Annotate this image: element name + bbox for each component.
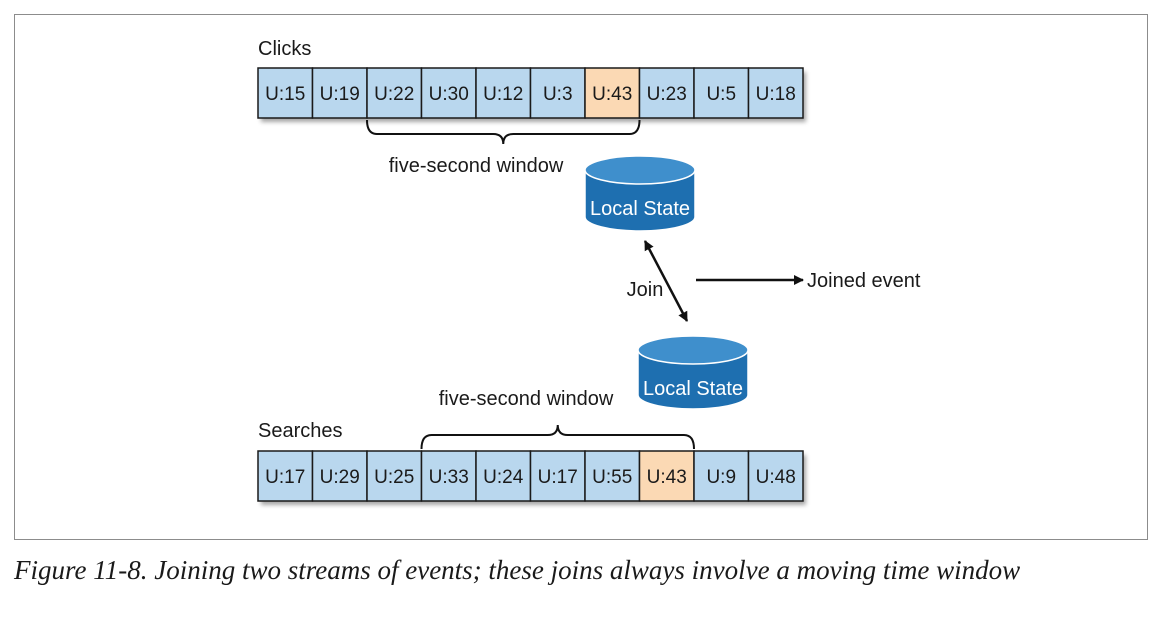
searches-window-brace: [420, 424, 695, 450]
event-box: [311, 67, 368, 119]
searches-event-cell: U:25: [366, 450, 423, 502]
event-box: [747, 67, 804, 119]
event-label: U:5: [706, 84, 736, 105]
clicks-stream-label: Clicks: [258, 38, 311, 60]
event-box: [638, 67, 695, 119]
searches-stream: U:17 U:29 U:25 U:33 U:24 U:17 U:55 U:43 U:9 U:48: [257, 450, 804, 502]
clicks-event-cell: U:30: [420, 67, 477, 119]
clicks-event-cell: U:5: [693, 67, 750, 119]
event-box: [311, 450, 368, 502]
clicks-local-state-label: Local State: [590, 198, 690, 220]
searches-local-state-database: Local State: [637, 335, 749, 410]
searches-event-cell: U:17: [257, 450, 314, 502]
clicks-event-cell: U:3: [529, 67, 586, 119]
clicks-window-brace: [366, 119, 641, 145]
clicks-event-cell: U:12: [475, 67, 532, 119]
searches-event-cell: U:24: [475, 450, 532, 502]
join-label: Join: [627, 279, 664, 301]
event-label: U:29: [320, 467, 360, 488]
event-box: [366, 67, 423, 119]
event-box: [420, 67, 477, 119]
clicks-event-cell: U:43: [584, 67, 641, 119]
searches-event-cell: U:29: [311, 450, 368, 502]
clicks-database-body: [584, 169, 696, 232]
searches-event-cell: U:48: [747, 450, 804, 502]
clicks-event-cell: U:15: [257, 67, 314, 119]
searches-event-cell: U:17: [529, 450, 586, 502]
searches-local-state-label: Local State: [643, 378, 743, 400]
searches-event-cell: U:33: [420, 450, 477, 502]
clicks-event-cell: U:23: [638, 67, 695, 119]
event-label: U:9: [706, 467, 736, 488]
event-box: [693, 67, 750, 119]
event-label: U:3: [543, 84, 573, 105]
searches-event-cell: U:9: [693, 450, 750, 502]
event-label: U:43: [592, 84, 632, 105]
event-label: U:24: [483, 467, 524, 488]
event-box: [529, 450, 586, 502]
event-box: [584, 450, 641, 502]
searches-database-top: [637, 335, 749, 365]
event-label: U:33: [429, 467, 469, 488]
event-label: U:17: [265, 467, 305, 488]
event-label: U:55: [592, 467, 632, 488]
searches-window-label: five-second window: [439, 388, 614, 410]
event-label: U:12: [483, 84, 523, 105]
event-box: [475, 450, 532, 502]
figure-caption: Figure 11-8. Joining two streams of even…: [14, 555, 1021, 585]
event-box: [747, 450, 804, 502]
event-label: U:48: [756, 467, 796, 488]
event-label: U:15: [265, 84, 305, 105]
clicks-stream: U:15 U:19 U:22 U:30 U:12 U:3 U:43 U:23 U:5 U:18: [257, 67, 804, 119]
clicks-window-label: five-second window: [389, 155, 564, 177]
event-label: U:19: [320, 84, 360, 105]
joined-event-label: Joined event: [807, 270, 921, 292]
event-label: U:25: [374, 467, 414, 488]
searches-stream-label: Searches: [258, 420, 343, 442]
clicks-database-top: [584, 155, 696, 185]
event-label: U:30: [429, 84, 469, 105]
searches-event-cell: U:55: [584, 450, 641, 502]
event-box: [529, 67, 586, 119]
event-box: [257, 67, 314, 119]
join-arrow: [643, 240, 689, 322]
event-box: [420, 450, 477, 502]
event-label: U:17: [538, 467, 578, 488]
clicks-local-state-database: Local State: [584, 155, 696, 232]
clicks-event-cell: U:22: [366, 67, 423, 119]
event-label: U:43: [647, 467, 687, 488]
event-label: U:18: [756, 84, 796, 105]
clicks-event-cell: U:19: [311, 67, 368, 119]
searches-database-body: [637, 349, 749, 410]
event-label: U:22: [374, 84, 414, 105]
clicks-event-cell: U:18: [747, 67, 804, 119]
searches-event-cell: U:43: [638, 450, 695, 502]
event-label: U:23: [647, 84, 687, 105]
event-box: [475, 67, 532, 119]
